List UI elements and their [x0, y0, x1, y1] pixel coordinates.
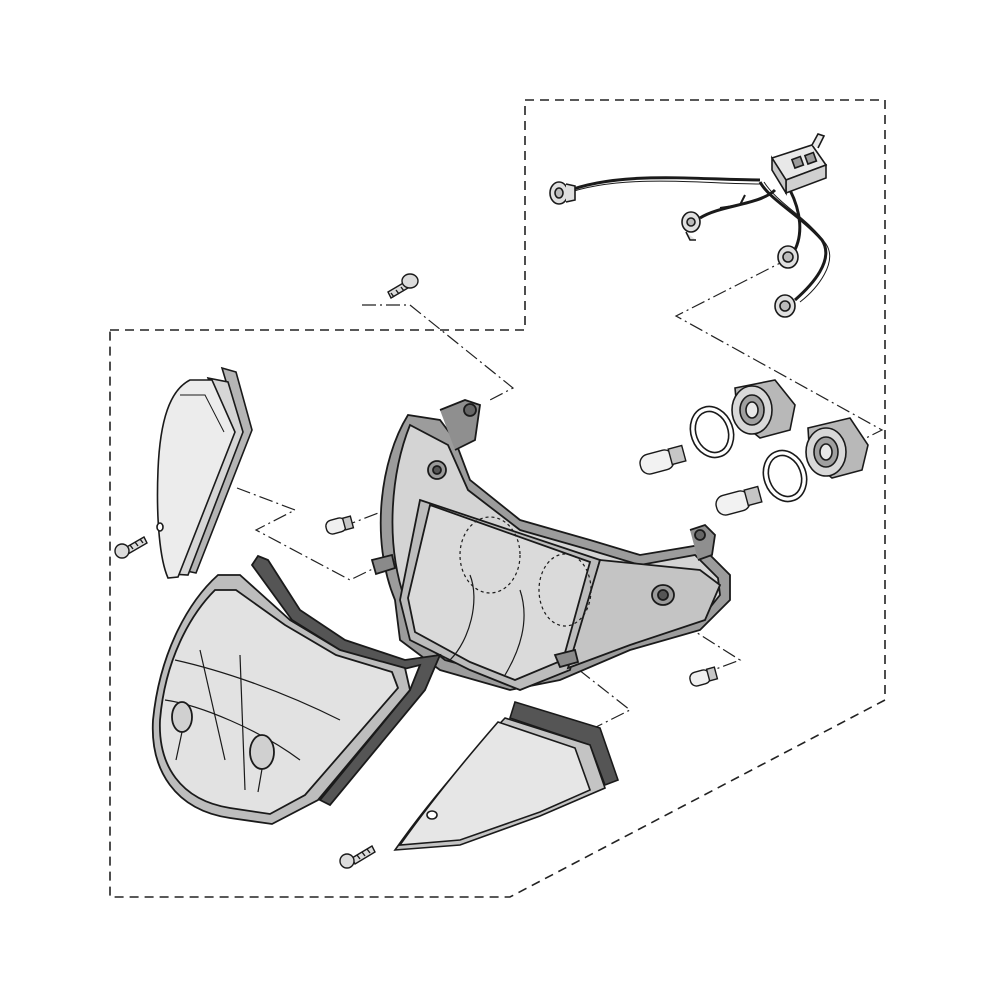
leader-line-top-screw	[362, 304, 515, 401]
left-indicator-lens	[156, 366, 253, 579]
o-ring-lower	[762, 449, 808, 503]
wiring-harness	[549, 133, 831, 318]
leader-line-right-lens	[559, 654, 632, 731]
rear-light-housing	[370, 399, 731, 691]
leader-line-harness	[674, 257, 884, 441]
right-indicator-lens	[393, 701, 620, 851]
leader-line-left-lens	[236, 487, 396, 581]
tail-lens-reflector-left	[171, 701, 193, 733]
bulb-socket-upper	[731, 379, 796, 439]
kit-boundary-dashed-outline	[109, 99, 886, 898]
screw-top	[387, 273, 419, 299]
screw-bottom	[339, 845, 376, 869]
harness-socket-2	[681, 211, 701, 241]
bulb-socket-lower	[805, 417, 869, 479]
bulb-lower	[715, 485, 763, 516]
harness-socket-4	[774, 294, 796, 318]
tail-lens	[151, 554, 442, 825]
tail-lens-reflector-right	[249, 734, 275, 770]
bulb-upper	[639, 444, 687, 475]
harness-socket-1	[549, 181, 576, 205]
harness-socket-3	[777, 245, 799, 269]
harness-connector	[770, 133, 828, 196]
socket-hole-right	[538, 553, 592, 627]
o-ring-upper	[689, 405, 735, 459]
socket-hole-left	[459, 516, 521, 594]
bulb-small-left	[325, 515, 355, 535]
bulb-small-right	[689, 666, 719, 687]
screw-left	[114, 536, 148, 559]
